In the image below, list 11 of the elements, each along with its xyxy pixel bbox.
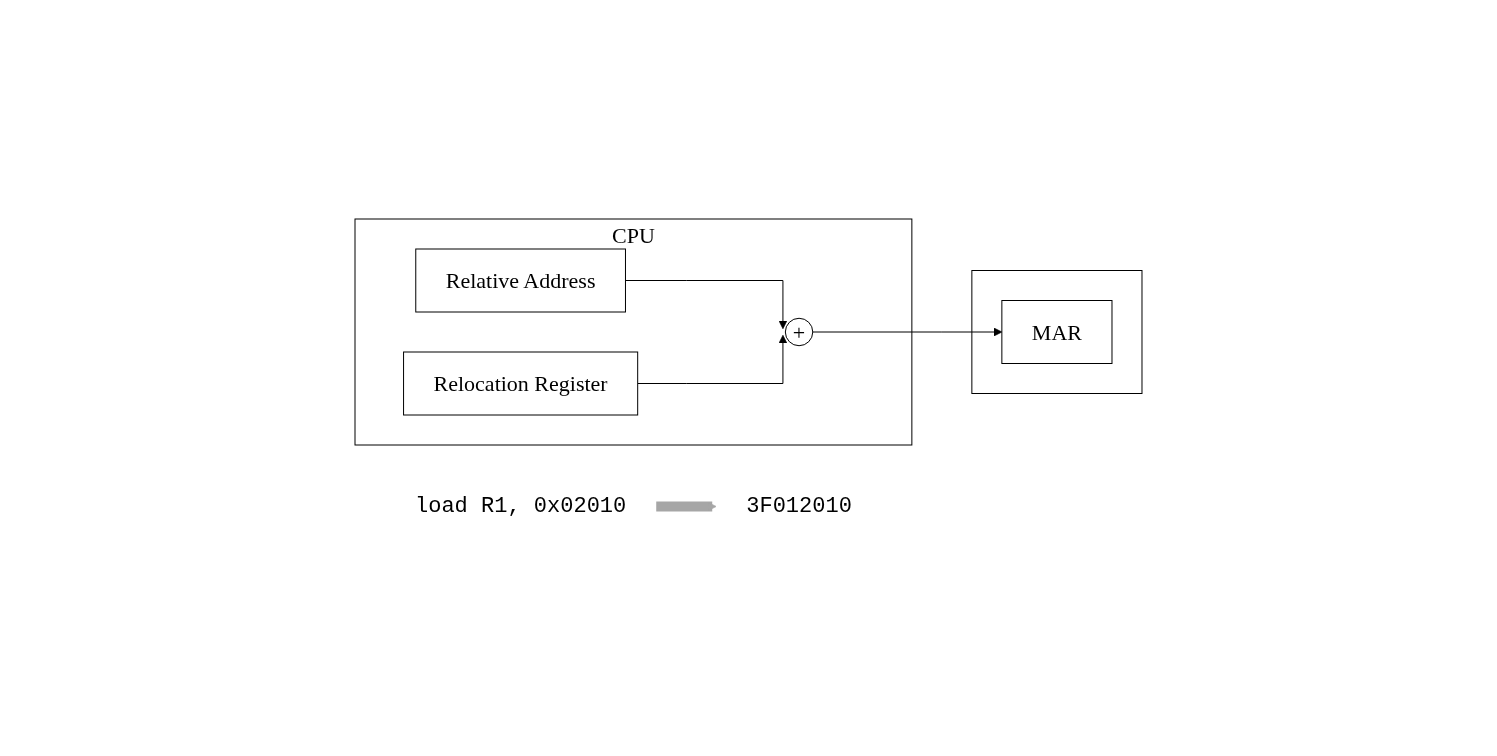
node-box: Relative Address (415, 248, 626, 312)
node-circle: + (784, 317, 814, 346)
node-text: load R1, 0x02010 (415, 493, 627, 519)
arrow (624, 279, 788, 329)
node-text: 3F012010 (746, 493, 852, 519)
arrow (656, 501, 718, 511)
cluster (971, 269, 1143, 394)
arrow (812, 327, 1003, 336)
node-box: Relocation Register (403, 351, 639, 415)
arrow (637, 334, 788, 384)
node-box: MAR (1001, 299, 1113, 364)
